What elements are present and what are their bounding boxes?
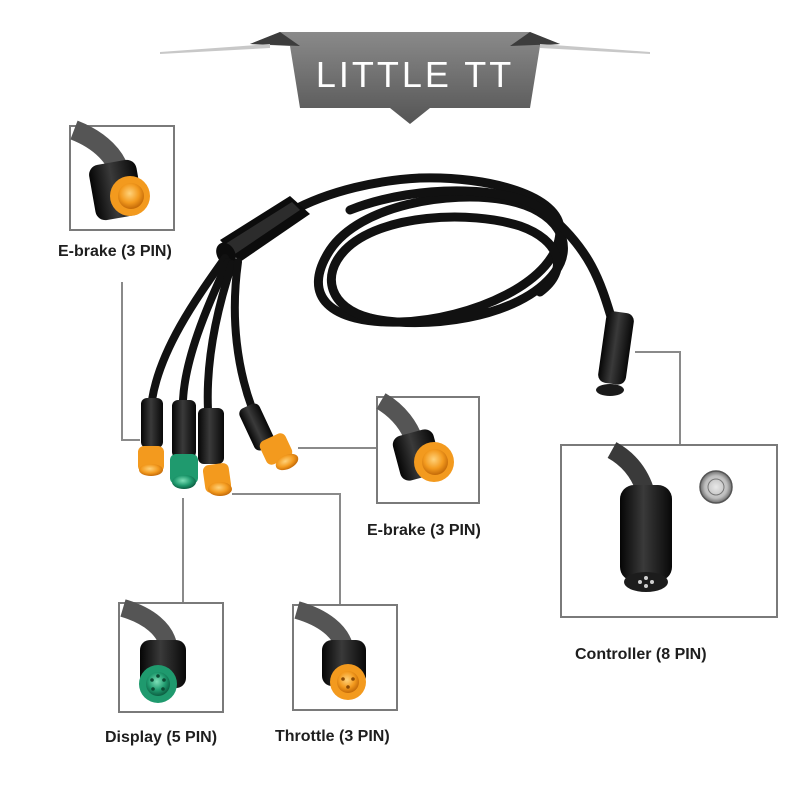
inset-display — [118, 599, 224, 713]
brand-banner — [160, 32, 650, 124]
ebrake-connector-left — [138, 398, 164, 476]
pin-layout-icon — [699, 470, 733, 504]
brand-logo: LITTLE TT — [315, 54, 515, 95]
inset-ebrake-top — [69, 120, 175, 231]
inset-throttle — [292, 601, 398, 711]
branch-cables — [148, 254, 256, 414]
throttle-connector — [198, 408, 232, 496]
inset-controller — [560, 442, 778, 618]
label-controller: Controller (8 PIN) — [575, 646, 707, 663]
label-throttle: Throttle (3 PIN) — [275, 728, 390, 745]
leader-lines — [121, 282, 681, 604]
label-ebrake-top: E-brake (3 PIN) — [58, 243, 172, 260]
cable-coil — [285, 173, 617, 328]
display-connector — [170, 400, 198, 489]
label-ebrake-mid: E-brake (3 PIN) — [367, 522, 481, 539]
label-display: Display (5 PIN) — [105, 729, 218, 746]
inset-ebrake-mid — [376, 393, 480, 504]
controller-plug — [596, 311, 634, 396]
ebrake-connector-right — [239, 403, 299, 471]
